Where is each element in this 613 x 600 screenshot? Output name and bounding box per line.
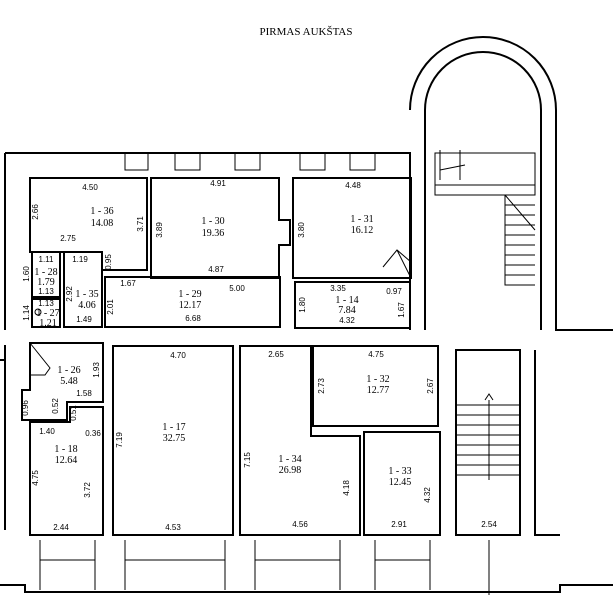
- room-1-27: 1 - 27 1.21 1.13 1.14: [22, 298, 61, 329]
- room-id: 1 - 26: [57, 365, 80, 376]
- dimension-label: 6.68: [185, 314, 201, 323]
- dimension-label: 4.18: [342, 480, 351, 496]
- dimension-label: 4.50: [82, 183, 98, 192]
- plan-title: PIRMAS AUKŠTAS: [260, 26, 353, 38]
- dimension-label: 4.75: [368, 350, 384, 359]
- room-area: 16.12: [351, 225, 374, 236]
- room-id: 1 - 18: [54, 444, 77, 455]
- dimension-label: 2.67: [426, 378, 435, 394]
- dimension-label: 4.87: [208, 265, 224, 274]
- dimension-label: 0.51: [69, 405, 78, 421]
- dimension-label: 0.36: [85, 429, 101, 438]
- room-id: 1 - 36: [90, 206, 113, 217]
- dimension-label: 2.66: [31, 204, 40, 220]
- room-1-28: 1 - 28 1.79 1.11 1.60 1.13: [22, 251, 61, 298]
- room-area: 19.36: [202, 228, 225, 239]
- room-area: 32.75: [163, 433, 186, 444]
- room-area: 14.08: [91, 218, 114, 229]
- room-area: 12.17: [179, 300, 202, 311]
- dimension-label: 1.58: [76, 389, 92, 398]
- dimension-label: 4.32: [423, 487, 432, 503]
- dimension-label: 3.35: [330, 284, 346, 293]
- stair-dimension: 2.54: [481, 520, 497, 529]
- room-id: 1 - 34: [278, 454, 301, 465]
- dimension-label: 1.40: [39, 427, 55, 436]
- dimension-label: 5.00: [229, 284, 245, 293]
- dimension-label: 1.67: [397, 302, 406, 318]
- room-area: 12.64: [55, 455, 78, 466]
- room-1-32: 1 - 32 12.77 4.75 2.73 2.67: [312, 345, 439, 427]
- dimension-label: 4.91: [210, 179, 226, 188]
- room-area: 1.79: [37, 277, 55, 288]
- dimension-label: 4.70: [170, 351, 186, 360]
- room-id: 1 - 33: [388, 466, 411, 477]
- room-id: 1 - 30: [201, 216, 224, 227]
- room-area: 5.48: [60, 376, 78, 387]
- room-id: 1 - 35: [75, 289, 98, 300]
- dimension-label: 4.75: [31, 470, 40, 486]
- room-1-34: 1 - 34 26.98 2.65 7.15 4.18 4.56: [239, 345, 361, 536]
- room-1-30: 1 - 30 19.36 4.91 3.89 4.87: [150, 177, 291, 279]
- dimension-label: 2.01: [106, 299, 115, 315]
- dimension-label: 1.67: [120, 279, 136, 288]
- dimension-label: 1.11: [39, 255, 55, 264]
- dimension-label: 2.92: [65, 286, 74, 302]
- room-1-31: 1 - 31 16.12 4.48 3.80: [292, 177, 412, 279]
- side-walls: [0, 345, 560, 590]
- dimension-label: 1.60: [22, 266, 31, 282]
- dimension-label: 0.96: [21, 400, 30, 416]
- room-id: 1 - 31: [350, 214, 373, 225]
- dimension-label: 7.19: [115, 432, 124, 448]
- room-id: 1 - 29: [178, 289, 201, 300]
- dimension-label: 2.44: [53, 523, 69, 532]
- dimension-label: 1.13: [38, 299, 54, 308]
- room-id: 1 - 17: [162, 422, 185, 433]
- room-area: 7.84: [338, 305, 356, 316]
- dimension-label: 3.72: [83, 482, 92, 498]
- dimension-label: 2.91: [391, 520, 407, 529]
- dimension-label: 4.56: [292, 520, 308, 529]
- dimension-label: 4.32: [339, 316, 355, 325]
- room-area: 12.45: [389, 477, 412, 488]
- room-id: 1 - 14: [335, 295, 358, 306]
- dimension-label: 3.80: [297, 222, 306, 238]
- staircase: 2.54: [455, 349, 521, 595]
- room-1-26: 1 - 26 5.48 1.93 1.58 0.96 0.52 0.51: [21, 342, 104, 421]
- dimension-label: 1.14: [22, 305, 31, 321]
- dimension-label: 1.80: [298, 297, 307, 313]
- dimension-label: 1.49: [76, 315, 92, 324]
- dimension-label: 1.13: [38, 287, 54, 296]
- room-1-33: 1 - 33 12.45 4.32 2.91: [363, 431, 441, 536]
- room-1-29: 1 - 29 12.17 5.00 1.67 2.01 6.68: [104, 276, 281, 328]
- dimension-label: 0.97: [386, 287, 402, 296]
- room-area: 12.77: [367, 385, 390, 396]
- room-id: 1 - 27: [36, 308, 59, 319]
- room-id: 1 - 28: [34, 267, 57, 278]
- outer-walls: [0, 36, 613, 593]
- room-1-35: 1 - 35 4.06 1.19 2.92 1.49: [63, 251, 103, 328]
- dimension-label: 4.48: [345, 181, 361, 190]
- dimension-label: 0.52: [51, 398, 60, 414]
- room-id: 1 - 32: [366, 374, 389, 385]
- dimension-label: 2.73: [317, 378, 326, 394]
- room-area: 1.21: [39, 318, 57, 329]
- room-1-14: 1 - 14 7.84 3.35 0.97 1.80 1.67 4.32: [294, 281, 411, 329]
- dimension-label: 1.19: [72, 255, 88, 264]
- room-area: 4.06: [78, 300, 96, 311]
- room-area: 26.98: [279, 465, 302, 476]
- dimension-label: 1.93: [92, 362, 101, 378]
- dimension-label: 2.75: [60, 234, 76, 243]
- room-1-17: 1 - 17 32.75 4.70 7.19 4.53: [112, 345, 234, 536]
- dimension-label: 3.89: [155, 222, 164, 238]
- room-1-18: 1 - 18 12.64 1.40 0.36 4.75 3.72 2.44: [29, 406, 104, 536]
- dimension-label: 3.71: [136, 216, 145, 232]
- dimension-label: 4.53: [165, 523, 181, 532]
- dimension-label: 0.95: [104, 254, 113, 270]
- dimension-label: 2.65: [268, 350, 284, 359]
- dimension-label: 7.15: [243, 452, 252, 468]
